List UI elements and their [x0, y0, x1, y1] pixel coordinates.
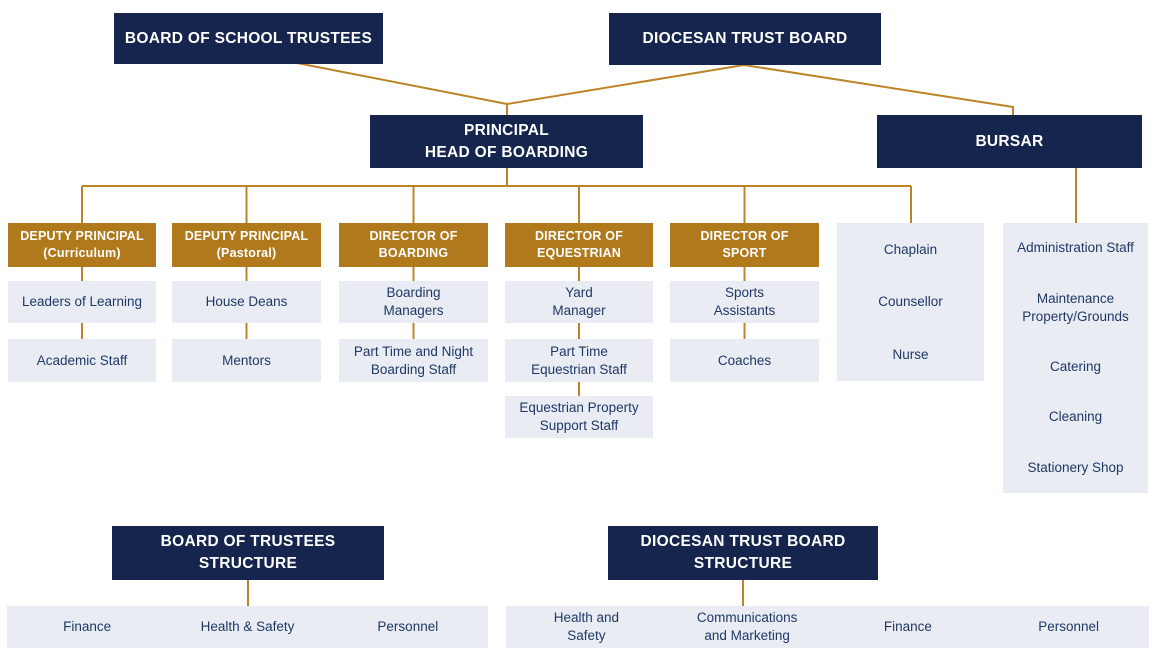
node-diocesan-trust-board: DIOCESAN TRUST BOARD: [609, 13, 881, 65]
node-nurse: Nurse: [892, 346, 929, 362]
node-counsellor: Counsellor: [878, 294, 943, 310]
node-coaches: Coaches: [670, 339, 819, 382]
node-academic-staff: Academic Staff: [8, 339, 156, 382]
node-house-deans: House Deans: [172, 281, 321, 323]
connector-path: [81, 62, 1077, 606]
node-catering: Catering: [1049, 358, 1102, 374]
node-pastoral-support-group: Chaplain Counsellor Nurse: [837, 223, 984, 381]
node-bot-health-and-safety: Health & Safety: [200, 619, 295, 635]
node-bursar: BURSAR: [877, 115, 1142, 168]
node-board-of-school-trustees: BOARD OF SCHOOL TRUSTEES: [114, 13, 383, 64]
board-of-trustees-structure-bar: Finance Health & Safety Personnel: [7, 606, 488, 648]
node-deputy-principal-curriculum: DEPUTY PRINCIPAL(Curriculum): [8, 223, 156, 267]
node-administration-staff: Administration Staff: [1017, 240, 1134, 256]
node-leaders-of-learning: Leaders of Learning: [8, 281, 156, 323]
node-bot-personnel: Personnel: [377, 619, 439, 635]
node-deputy-principal-pastoral: DEPUTY PRINCIPAL(Pastoral): [172, 223, 321, 267]
node-stationery-shop: Stationery Shop: [1027, 459, 1124, 475]
node-cleaning: Cleaning: [1048, 409, 1103, 425]
node-dtb-personnel: Personnel: [1038, 619, 1100, 635]
node-chaplain: Chaplain: [883, 241, 938, 257]
node-mentors: Mentors: [172, 339, 321, 382]
node-dtb-finance: Finance: [883, 619, 932, 635]
node-bot-finance: Finance: [63, 619, 112, 635]
